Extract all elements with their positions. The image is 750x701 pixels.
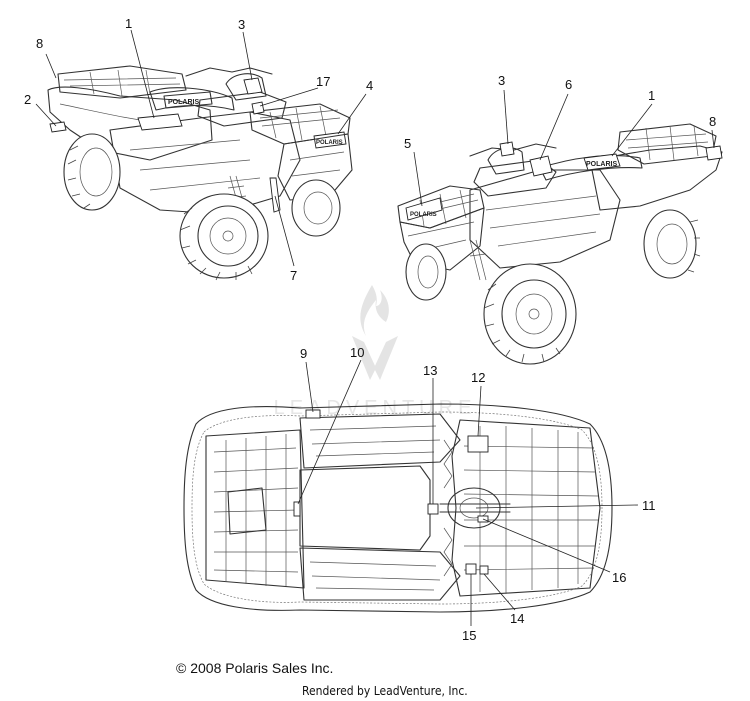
callouts-top: 9 10 11 12 13 14 15 16 <box>300 345 656 643</box>
decal-14 <box>479 565 489 575</box>
atv-top-view <box>183 403 613 613</box>
brand-decal-right-front: POLARIS <box>410 212 437 218</box>
callout-7-left: 7 <box>290 268 297 283</box>
leadventure-watermark: LEADVENTURE <box>274 285 477 419</box>
rendered-by-text: Rendered by LeadVenture, Inc. <box>302 684 468 698</box>
leaders-right <box>413 89 715 207</box>
callout-16: 16 <box>612 570 626 585</box>
callout-3-right: 3 <box>498 73 505 88</box>
callout-8-left: 8 <box>36 36 43 51</box>
brand-decal-left-side: POLARIS <box>168 99 199 106</box>
watermark-text: LEADVENTURE <box>274 397 477 419</box>
decal-15 <box>465 563 477 575</box>
decal-10 <box>293 501 301 517</box>
callout-2-left: 2 <box>24 92 31 107</box>
callout-11: 11 <box>642 498 656 513</box>
callout-8-right: 8 <box>709 114 716 129</box>
callout-10: 10 <box>350 345 364 360</box>
decal-13 <box>427 503 439 515</box>
callouts-right: 1 3 5 6 8 <box>404 73 716 151</box>
atv-front-left-view: POLARIS POLARIS <box>47 65 353 281</box>
brand-decal-right-side: POLARIS <box>586 161 617 168</box>
callout-1-left: 1 <box>125 16 132 31</box>
brand-decal-left-front: POLARIS <box>316 140 343 146</box>
atv-front-right-view: POLARIS POLARIS <box>397 123 723 365</box>
callout-13: 13 <box>423 363 437 378</box>
callout-3-left: 3 <box>238 17 245 32</box>
callouts-left: 1 2 3 4 7 8 17 <box>24 16 373 283</box>
callout-17-left: 17 <box>316 74 330 89</box>
callout-14: 14 <box>510 611 524 626</box>
callout-6-right: 6 <box>565 77 572 92</box>
callout-9: 9 <box>300 346 307 361</box>
callout-4-left: 4 <box>366 78 373 93</box>
copyright-text: © 2008 Polaris Sales Inc. <box>176 660 334 676</box>
callout-5-right: 5 <box>404 136 411 151</box>
leaders-top <box>297 359 639 626</box>
decal-12 <box>467 435 489 453</box>
callout-15: 15 <box>462 628 476 643</box>
leaders-left <box>35 29 367 267</box>
callout-12: 12 <box>471 370 485 385</box>
callout-1-right: 1 <box>648 88 655 103</box>
